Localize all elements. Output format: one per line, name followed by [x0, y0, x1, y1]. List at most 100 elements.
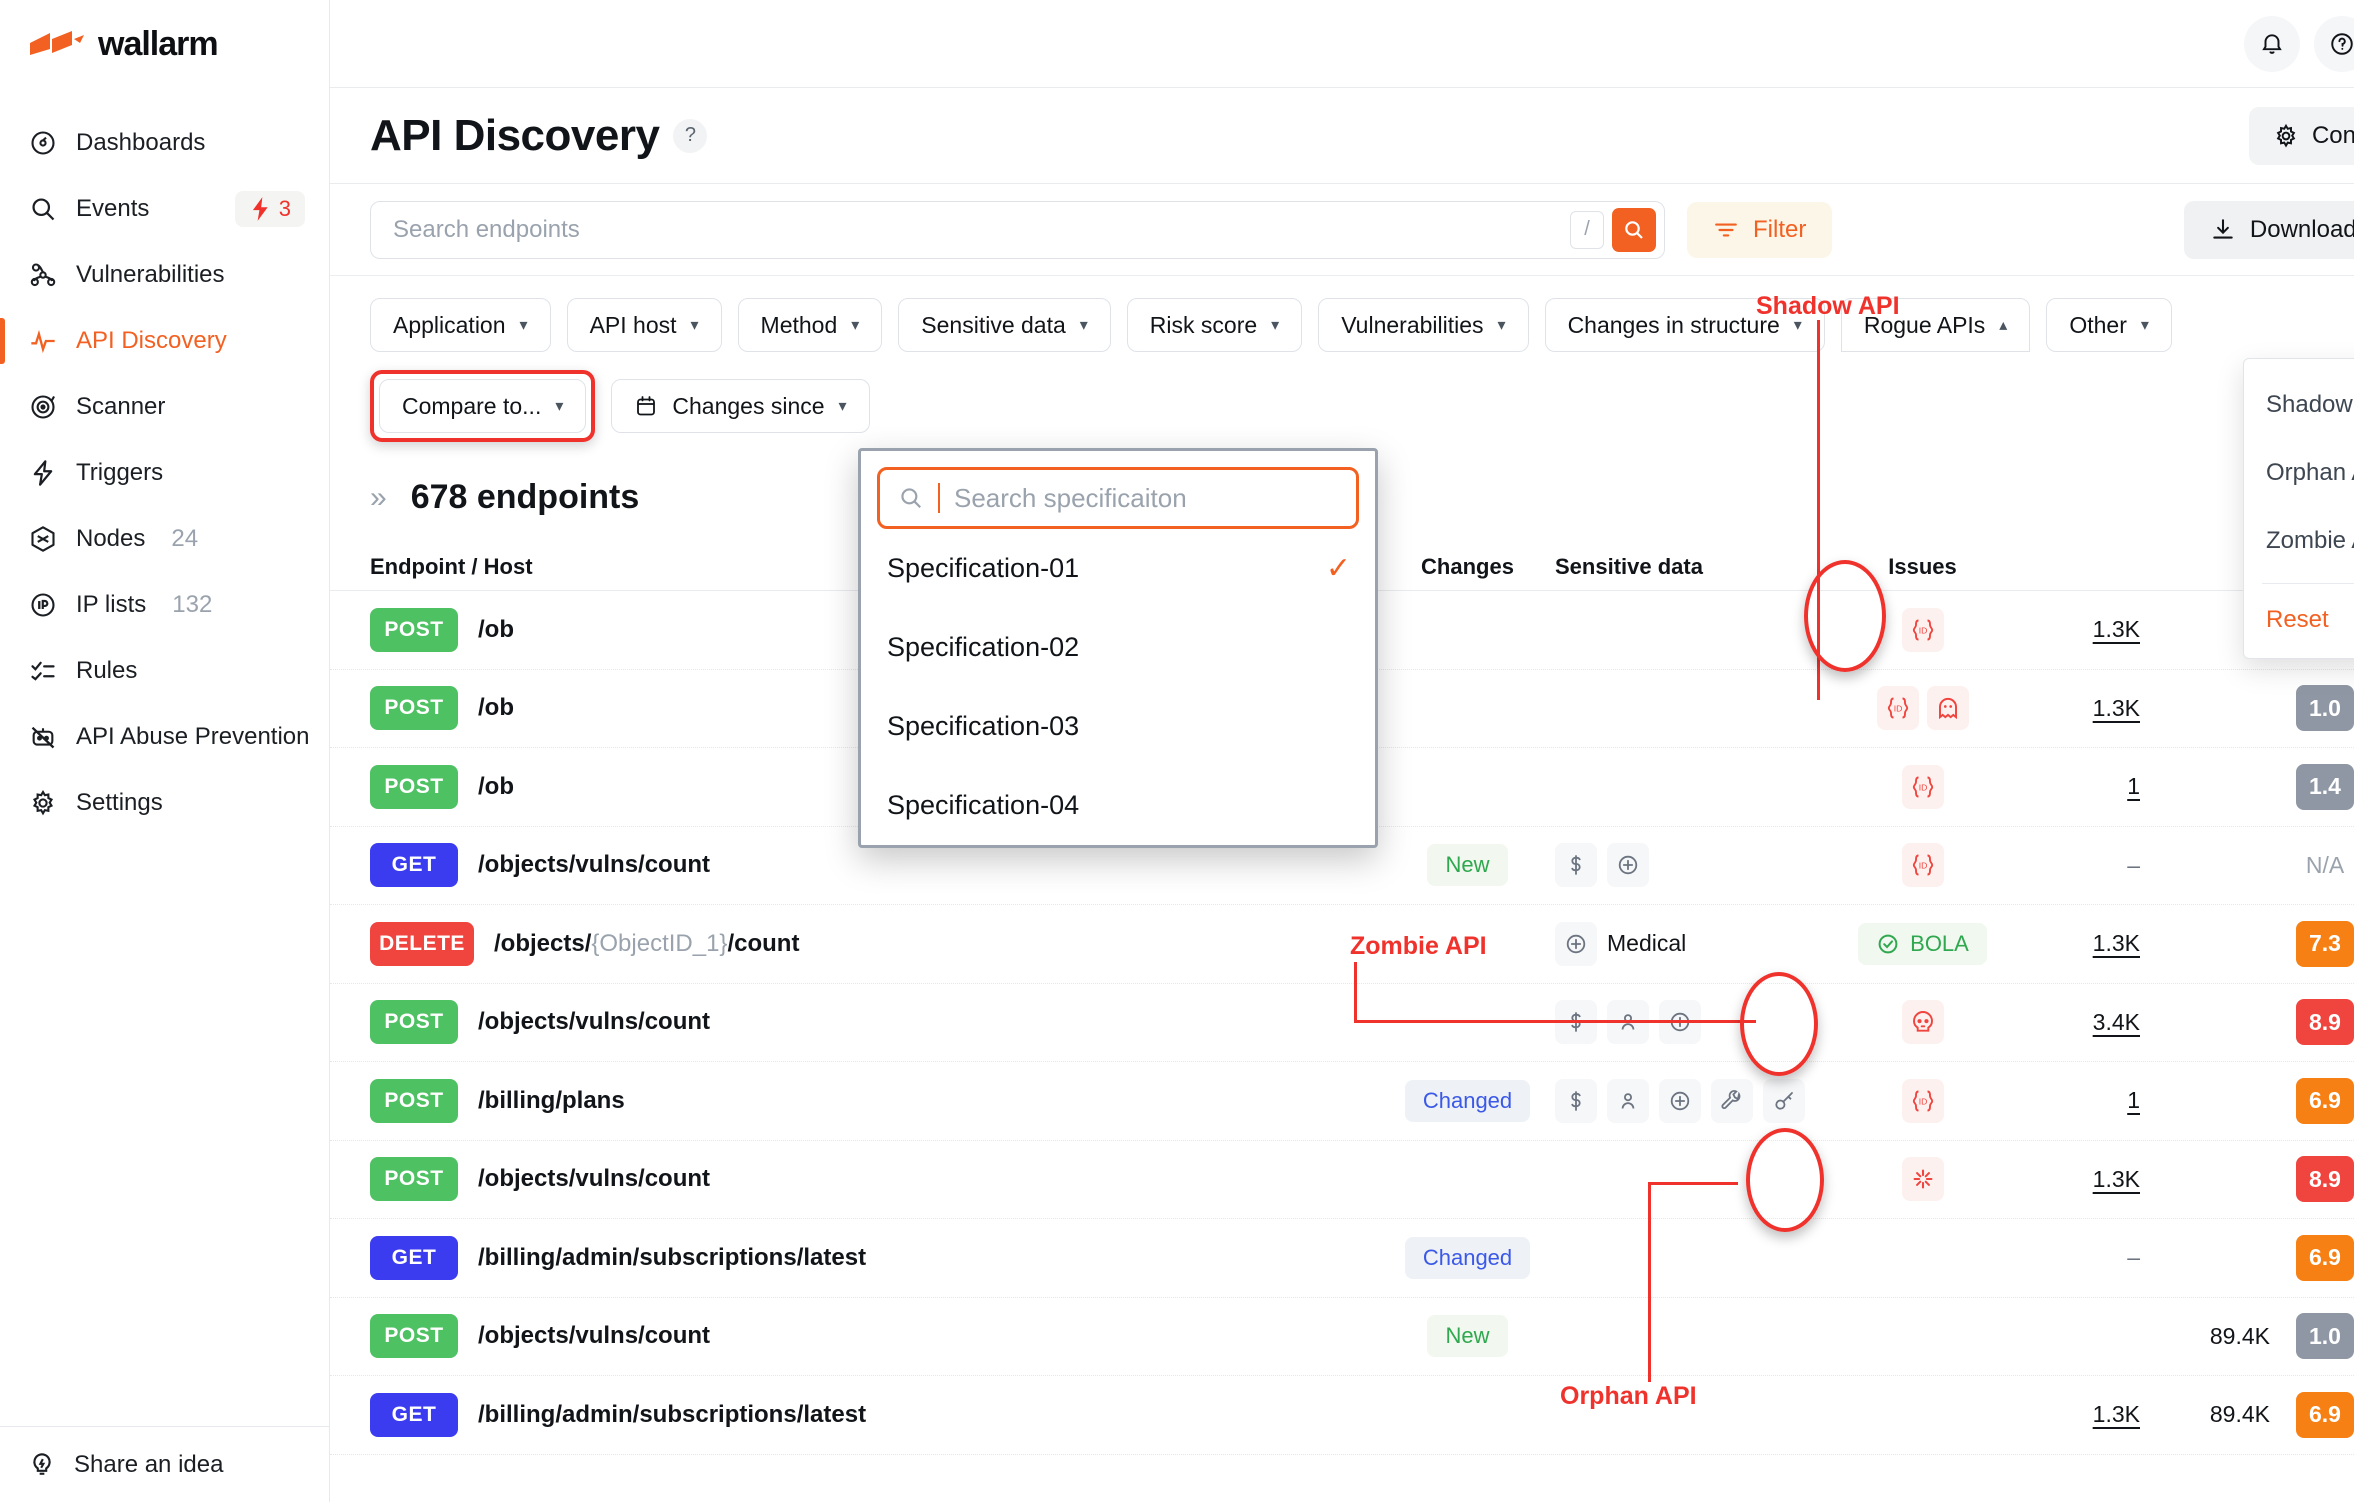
wrench-icon[interactable]	[1711, 1078, 1753, 1123]
filter-button[interactable]: Filter	[1687, 201, 1833, 258]
specification-search-field[interactable]: Search specificaiton	[877, 467, 1359, 529]
specification-option[interactable]: Specification-04	[877, 766, 1359, 845]
sidebar-item-label: Settings	[76, 789, 163, 816]
bola-label: BOLA	[1910, 930, 1969, 956]
ghost-icon[interactable]	[1926, 686, 1969, 731]
cube-icon	[28, 524, 58, 554]
filter-chip-risk-score[interactable]: Risk score▾	[1126, 298, 1303, 352]
key-icon[interactable]	[1763, 1078, 1805, 1123]
changes-tag: Changed	[1404, 1079, 1531, 1122]
download-oas-label: Download OAS	[2249, 215, 2354, 243]
rogue-menu-item-orphan-apis[interactable]: Orphan APIs	[2244, 439, 2354, 507]
changes-tag: New	[1427, 844, 1508, 887]
changes-since-button[interactable]: Changes since▾	[611, 379, 870, 433]
sidebar-item-triggers[interactable]: Triggers	[0, 440, 329, 506]
sidebar-item-dashboards[interactable]: Dashboards	[0, 110, 329, 176]
compare-to-button[interactable]: Compare to...▾	[379, 379, 587, 433]
sidebar-item-api-abuse-prevention[interactable]: API Abuse Prevention	[0, 704, 329, 770]
filter-chip-method[interactable]: Method▾	[737, 298, 883, 352]
notifications-button[interactable]	[2244, 15, 2300, 72]
id-icon[interactable]: ID	[1901, 843, 1944, 888]
sidebar-item-settings[interactable]: Settings	[0, 770, 329, 836]
sidebar-item-rules[interactable]: Rules	[0, 638, 329, 704]
filter-chip-api-host[interactable]: API host ▾	[566, 298, 722, 352]
orphan-api-leader-line-v	[1648, 1182, 1651, 1382]
endpoint-path: /ob	[478, 772, 514, 800]
hits-value[interactable]: 1	[2127, 1087, 2140, 1114]
id-icon[interactable]: ID	[1901, 1078, 1944, 1123]
menu-divider	[2262, 583, 2354, 584]
sidebar-item-vulnerabilities[interactable]: Vulnerabilities	[0, 242, 329, 308]
hits-value[interactable]: 1.3K	[2092, 694, 2140, 721]
specification-option[interactable]: Specification-02	[877, 608, 1359, 687]
search-endpoints-field[interactable]: /	[370, 200, 1665, 259]
id-icon[interactable]: ID	[1876, 686, 1919, 731]
dollar-icon[interactable]	[1555, 843, 1597, 888]
download-oas-button[interactable]: Download OAS	[2183, 200, 2354, 259]
chevron-down-icon: ▾	[1497, 317, 1506, 334]
sidebar-item-api-discovery[interactable]: API Discovery	[0, 308, 329, 374]
search-input[interactable]	[393, 215, 1570, 244]
rogue-menu-item-zombie-apis[interactable]: Zombie APIs	[2244, 507, 2354, 575]
medical-icon[interactable]	[1555, 921, 1597, 966]
id-icon[interactable]: ID	[1901, 607, 1944, 652]
rogue-menu-reset[interactable]: Reset	[2244, 592, 2354, 648]
hits-value[interactable]: 1.3K	[2092, 616, 2140, 643]
brand-logo[interactable]: wallarm	[0, 0, 329, 88]
sidebar-item-ip-lists[interactable]: IP lists 132	[0, 572, 329, 638]
id-icon[interactable]: ID	[1901, 764, 1944, 809]
filter-chip-label: API host	[589, 311, 677, 338]
person-icon[interactable]	[1607, 1078, 1649, 1123]
rogue-menu-item-shadow-apis[interactable]: Shadow APIs	[2244, 371, 2354, 439]
help-button[interactable]	[2314, 15, 2354, 72]
page-help-icon[interactable]: ?	[673, 118, 708, 153]
hits-value[interactable]: 1	[2127, 773, 2140, 800]
search-submit-button[interactable]	[1612, 207, 1656, 252]
cell-endpoint: POST/objects/vulns/count	[370, 1157, 1380, 1202]
orphan-icon[interactable]	[1901, 1157, 1944, 1202]
medical-icon[interactable]	[1659, 1078, 1701, 1123]
filter-chip-other[interactable]: Other▾	[2046, 298, 2172, 352]
filter-chip-application[interactable]: Application▾	[370, 298, 551, 352]
hits-value[interactable]: 1.3K	[2092, 1401, 2140, 1428]
specification-option[interactable]: Specification-03	[877, 687, 1359, 766]
chevron-down-icon: ▾	[690, 317, 699, 334]
http-method-badge: POST	[370, 1157, 458, 1202]
zombie-api-leader-line-v	[1354, 962, 1357, 1022]
search-icon	[898, 485, 924, 511]
cell-endpoint: POST/objects/vulns/count	[370, 1000, 1380, 1045]
medical-icon[interactable]	[1607, 843, 1649, 888]
sidebar-item-scanner[interactable]: Scanner	[0, 374, 329, 440]
cell-hits: 1.3K	[2020, 616, 2140, 643]
hits-value[interactable]: 1.3K	[2092, 930, 2140, 957]
cell-hits: 1.3K	[2020, 1401, 2140, 1428]
filter-chip-vulnerabilities[interactable]: Vulnerabilities▾	[1318, 298, 1529, 352]
share-an-idea-button[interactable]: Share an idea	[0, 1426, 329, 1502]
sidebar-item-nodes[interactable]: Nodes 24	[0, 506, 329, 572]
filter-chip-sensitive-data[interactable]: Sensitive data▾	[898, 298, 1111, 352]
filter-chip-changes-in-structure[interactable]: Changes in structure▾	[1544, 298, 1825, 352]
filter-chip-rogue-apis[interactable]: Rogue APIs▴	[1840, 298, 2031, 352]
dollar-icon[interactable]	[1555, 1078, 1597, 1123]
risk-badge: 6.9	[2296, 1391, 2354, 1438]
http-method-badge: POST	[370, 686, 458, 731]
specification-option[interactable]: Specification-01✓	[877, 529, 1359, 608]
skull-icon[interactable]	[1901, 1000, 1944, 1045]
sidebar-item-events[interactable]: Events 3	[0, 176, 329, 242]
sidebar: wallarm Dashboards Events 3	[0, 0, 330, 1502]
cell-risk: 7.3	[2270, 920, 2354, 967]
configure-button[interactable]: Configure	[2248, 106, 2354, 165]
expand-chevron-icon[interactable]: »	[370, 480, 387, 514]
hits-value[interactable]: 1.3K	[2092, 1165, 2140, 1192]
hits-value[interactable]: 3.4K	[2092, 1008, 2140, 1035]
